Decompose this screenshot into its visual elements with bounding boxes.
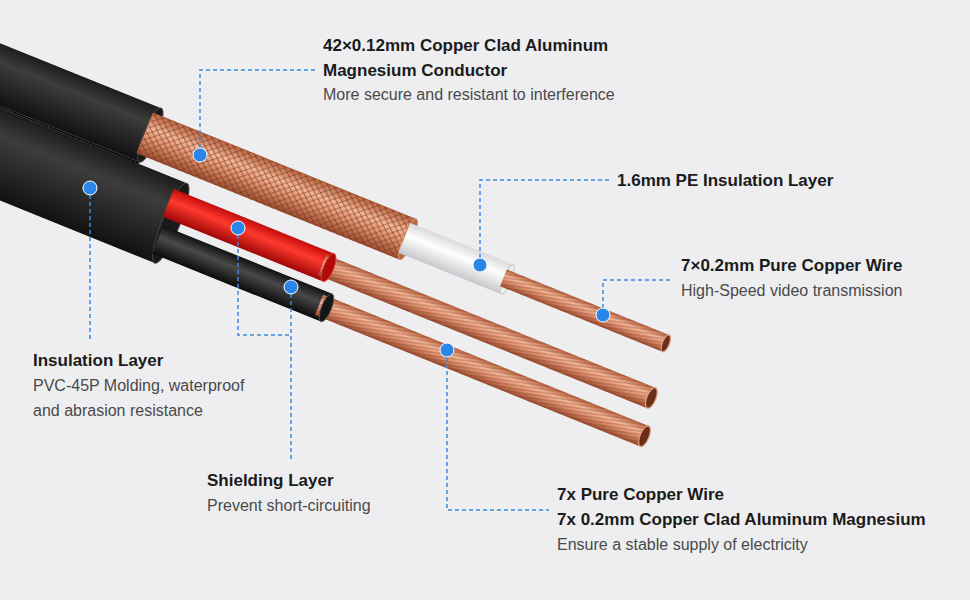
copper-braid bbox=[137, 113, 417, 260]
leader-line bbox=[238, 228, 291, 335]
insulation-face bbox=[316, 292, 337, 324]
leader-dot bbox=[193, 148, 207, 162]
leader-dot bbox=[596, 308, 610, 322]
part-name: 7x 0.2mm Copper Clad Aluminum Magnesium bbox=[557, 507, 926, 532]
leader-dot bbox=[473, 258, 487, 272]
conductor-end bbox=[643, 386, 660, 410]
jacket-seam bbox=[0, 0, 139, 163]
leader-dots bbox=[83, 148, 610, 357]
cable bbox=[0, 0, 695, 459]
part-name: 42×0.12mm Copper Clad Aluminum Magnesium… bbox=[323, 33, 643, 83]
leader-line bbox=[603, 280, 673, 315]
part-description: Prevent short-circuiting bbox=[207, 493, 371, 518]
conductor-end bbox=[636, 424, 653, 448]
leader-line bbox=[290, 287, 292, 462]
coax-jacket bbox=[0, 0, 161, 162]
leader-line bbox=[447, 350, 549, 510]
braid-texture bbox=[137, 113, 417, 260]
leader-dot bbox=[440, 343, 454, 357]
leader-lines bbox=[90, 70, 673, 510]
copper-strands bbox=[500, 270, 669, 352]
part-name: Shielding Layer bbox=[207, 468, 334, 493]
braid-texture bbox=[137, 113, 417, 260]
part-name: 7×0.2mm Pure Copper Wire bbox=[681, 253, 902, 278]
leader-dot bbox=[231, 221, 245, 235]
leader-dot bbox=[284, 280, 298, 294]
part-description: High-Speed video transmission bbox=[681, 278, 902, 303]
part-description: PVC-45P Molding, waterproof and abrasion… bbox=[33, 373, 267, 423]
core-end bbox=[659, 334, 672, 353]
leader-line bbox=[200, 70, 315, 155]
part-name: 7x Pure Copper Wire bbox=[557, 482, 724, 507]
leader-line bbox=[89, 188, 91, 342]
pe-insulation bbox=[398, 223, 513, 294]
part-description: More secure and resistant to interferenc… bbox=[323, 82, 615, 107]
part-description: Ensure a stable supply of electricity bbox=[557, 532, 808, 557]
leader-dot bbox=[83, 181, 97, 195]
copper-core bbox=[500, 270, 669, 352]
part-name: 1.6mm PE Insulation Layer bbox=[617, 168, 833, 193]
insulation-face bbox=[318, 252, 339, 284]
leader-line bbox=[480, 180, 609, 265]
part-name: Insulation Layer bbox=[33, 348, 163, 373]
